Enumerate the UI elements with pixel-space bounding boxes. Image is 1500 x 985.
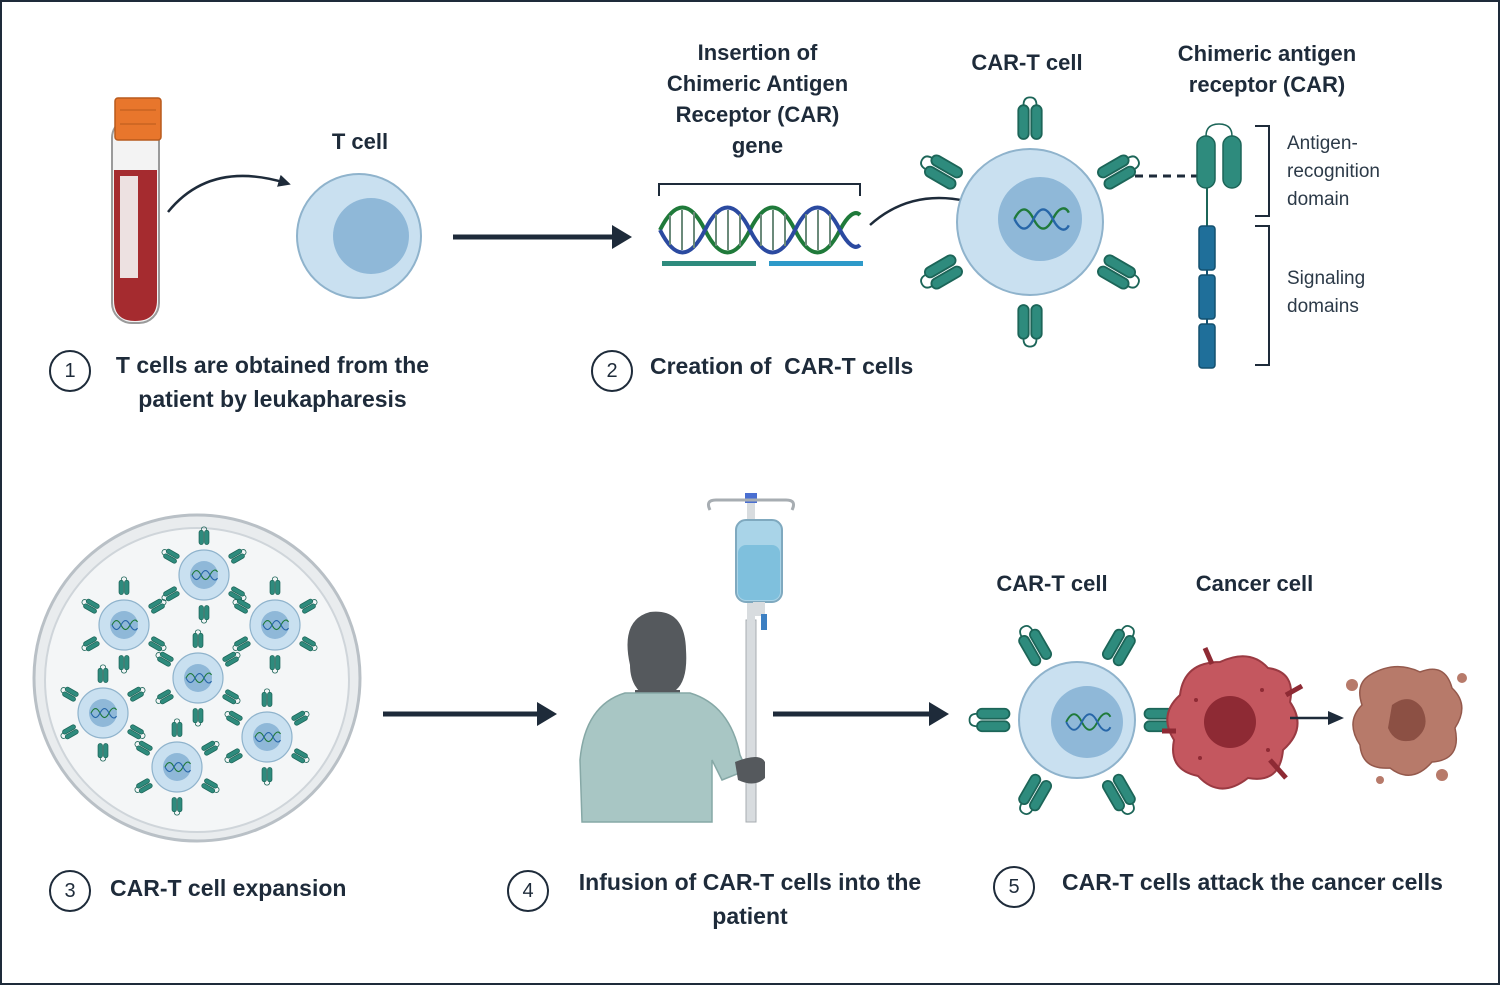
car-t-cell-attack-icon bbox=[968, 620, 1186, 820]
curved-arrow-icon bbox=[167, 174, 291, 213]
car-receptor-icon bbox=[1196, 123, 1242, 369]
step-1-caption-line-1: T cells are obtained from the bbox=[115, 352, 430, 378]
cancer-cell-icon bbox=[1162, 646, 1304, 790]
iv-stand-icon bbox=[707, 493, 795, 823]
antigen-line-2: recognition bbox=[1287, 161, 1380, 182]
step-2-number: 2 bbox=[591, 350, 633, 392]
bracket-antigen bbox=[1255, 125, 1270, 217]
cancer-cell-label: Cancer cell bbox=[1195, 571, 1314, 596]
dead-cell-debris-icon bbox=[1346, 666, 1467, 784]
dna-gene-icon bbox=[658, 183, 863, 266]
car-t-cell-bottom-label: CAR-T cell bbox=[996, 571, 1108, 596]
step-1-number: 1 bbox=[49, 350, 91, 392]
step-4-caption-line-1: Infusion of CAR-T cells into the bbox=[578, 869, 922, 895]
car-title-label: Chimeric antigen receptor (CAR) bbox=[1152, 38, 1382, 100]
antigen-domain-label: Antigen- recognition domain bbox=[1287, 130, 1437, 214]
patient-silhouette-icon bbox=[579, 611, 765, 823]
step-3-number: 3 bbox=[49, 870, 91, 912]
step-1-caption: T cells are obtained from the patient by… bbox=[95, 348, 450, 416]
signaling-line-2: domains bbox=[1287, 296, 1359, 317]
t-cell-icon bbox=[296, 173, 422, 299]
car-title-line-2: receptor (CAR) bbox=[1188, 72, 1346, 97]
step-4-number: 4 bbox=[507, 870, 549, 912]
antigen-line-1: Antigen- bbox=[1287, 133, 1358, 154]
petri-dish-icon bbox=[32, 513, 362, 843]
antigen-line-3: domain bbox=[1287, 189, 1350, 210]
car-t-cell-icon bbox=[915, 96, 1145, 348]
step-5-number: 5 bbox=[993, 866, 1035, 908]
insertion-line-3: Receptor (CAR) bbox=[675, 102, 840, 127]
step-4-caption: Infusion of CAR-T cells into the patient bbox=[560, 865, 940, 933]
insertion-line-1: Insertion of bbox=[697, 40, 818, 65]
step-3-caption: CAR-T cell expansion bbox=[110, 875, 347, 901]
car-t-cell-label: CAR-T cell bbox=[971, 50, 1083, 75]
blood-tube-icon bbox=[111, 97, 162, 324]
step-5-caption: CAR-T cells attack the cancer cells bbox=[1062, 869, 1443, 895]
insertion-line-4: gene bbox=[731, 133, 784, 158]
signaling-line-1: Signaling bbox=[1287, 268, 1366, 289]
t-cell-label: T cell bbox=[331, 129, 389, 154]
insertion-line-2: Chimeric Antigen bbox=[666, 71, 849, 96]
insertion-label: Insertion of Chimeric Antigen Receptor (… bbox=[635, 37, 880, 161]
bracket-signaling bbox=[1255, 225, 1270, 366]
car-title-line-1: Chimeric antigen bbox=[1177, 41, 1357, 66]
step-4-caption-line-2: patient bbox=[712, 903, 788, 929]
step-1-caption-line-2: patient by leukapharesis bbox=[138, 386, 407, 412]
signaling-domain-label: Signaling domains bbox=[1287, 265, 1437, 321]
step-2-caption: Creation of CAR-T cells bbox=[650, 353, 914, 379]
